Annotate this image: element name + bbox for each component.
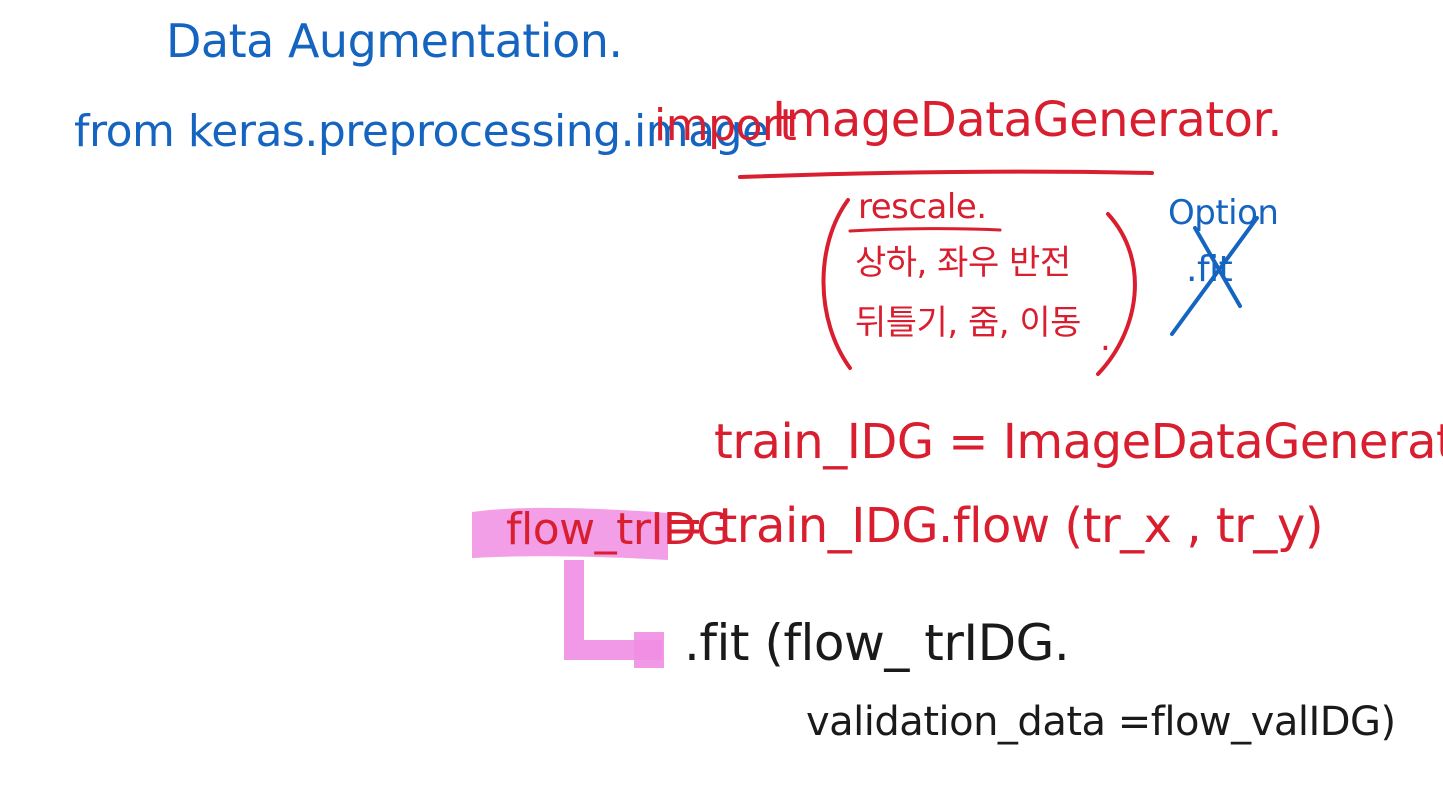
import-from-text: from keras.preprocessing.image xyxy=(74,106,769,157)
rescale-underline xyxy=(848,227,1002,233)
code-line-fit: .fit (flow_ trIDG. xyxy=(684,614,1070,672)
page-title: Data Augmentation. xyxy=(166,14,623,68)
option-rescale: rescale. xyxy=(858,187,987,227)
options-trailing-dot: . xyxy=(1100,319,1111,359)
pink-arrow xyxy=(564,560,662,660)
import-underline xyxy=(738,169,1154,179)
crossed-fit-label: .fit xyxy=(1186,249,1233,290)
import-class-name: ImageDataGenerator. xyxy=(772,92,1283,148)
option-label: Option xyxy=(1168,193,1279,233)
right-parenthesis xyxy=(1096,212,1137,376)
cross-out-line-1 xyxy=(1170,216,1259,336)
option-shear-zoom-shift: 뒤틀기, 줌, 이동 xyxy=(855,303,1081,343)
code-line-train-idg: train_IDG = ImageDataGenerator. xyxy=(714,414,1443,470)
import-keyword: import xyxy=(654,100,797,151)
option-flip: 상하, 좌우 반전 xyxy=(855,243,1071,283)
cross-out-line-2 xyxy=(1193,226,1242,308)
pink-highlight-bar xyxy=(472,507,668,560)
code-line-flow-lhs: flow_trIDG xyxy=(506,504,730,555)
left-parenthesis xyxy=(821,198,852,370)
code-line-flow-rhs: = train_IDG.flow (tr_x , tr_y) xyxy=(664,498,1324,554)
pink-arrow-head xyxy=(634,632,664,668)
code-line-validation: validation_data =flow_valIDG) xyxy=(806,699,1396,745)
